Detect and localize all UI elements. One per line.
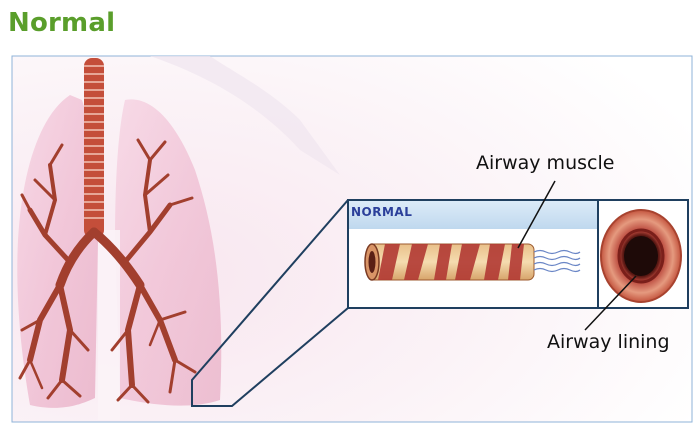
airway-cross-section (601, 210, 681, 302)
airway-lining-label: Airway lining (547, 331, 670, 353)
page-title: Normal (8, 8, 115, 38)
airway-muscle-label: Airway muscle (476, 152, 614, 174)
inset-header-label: NORMAL (351, 205, 412, 219)
trachea (84, 58, 104, 238)
